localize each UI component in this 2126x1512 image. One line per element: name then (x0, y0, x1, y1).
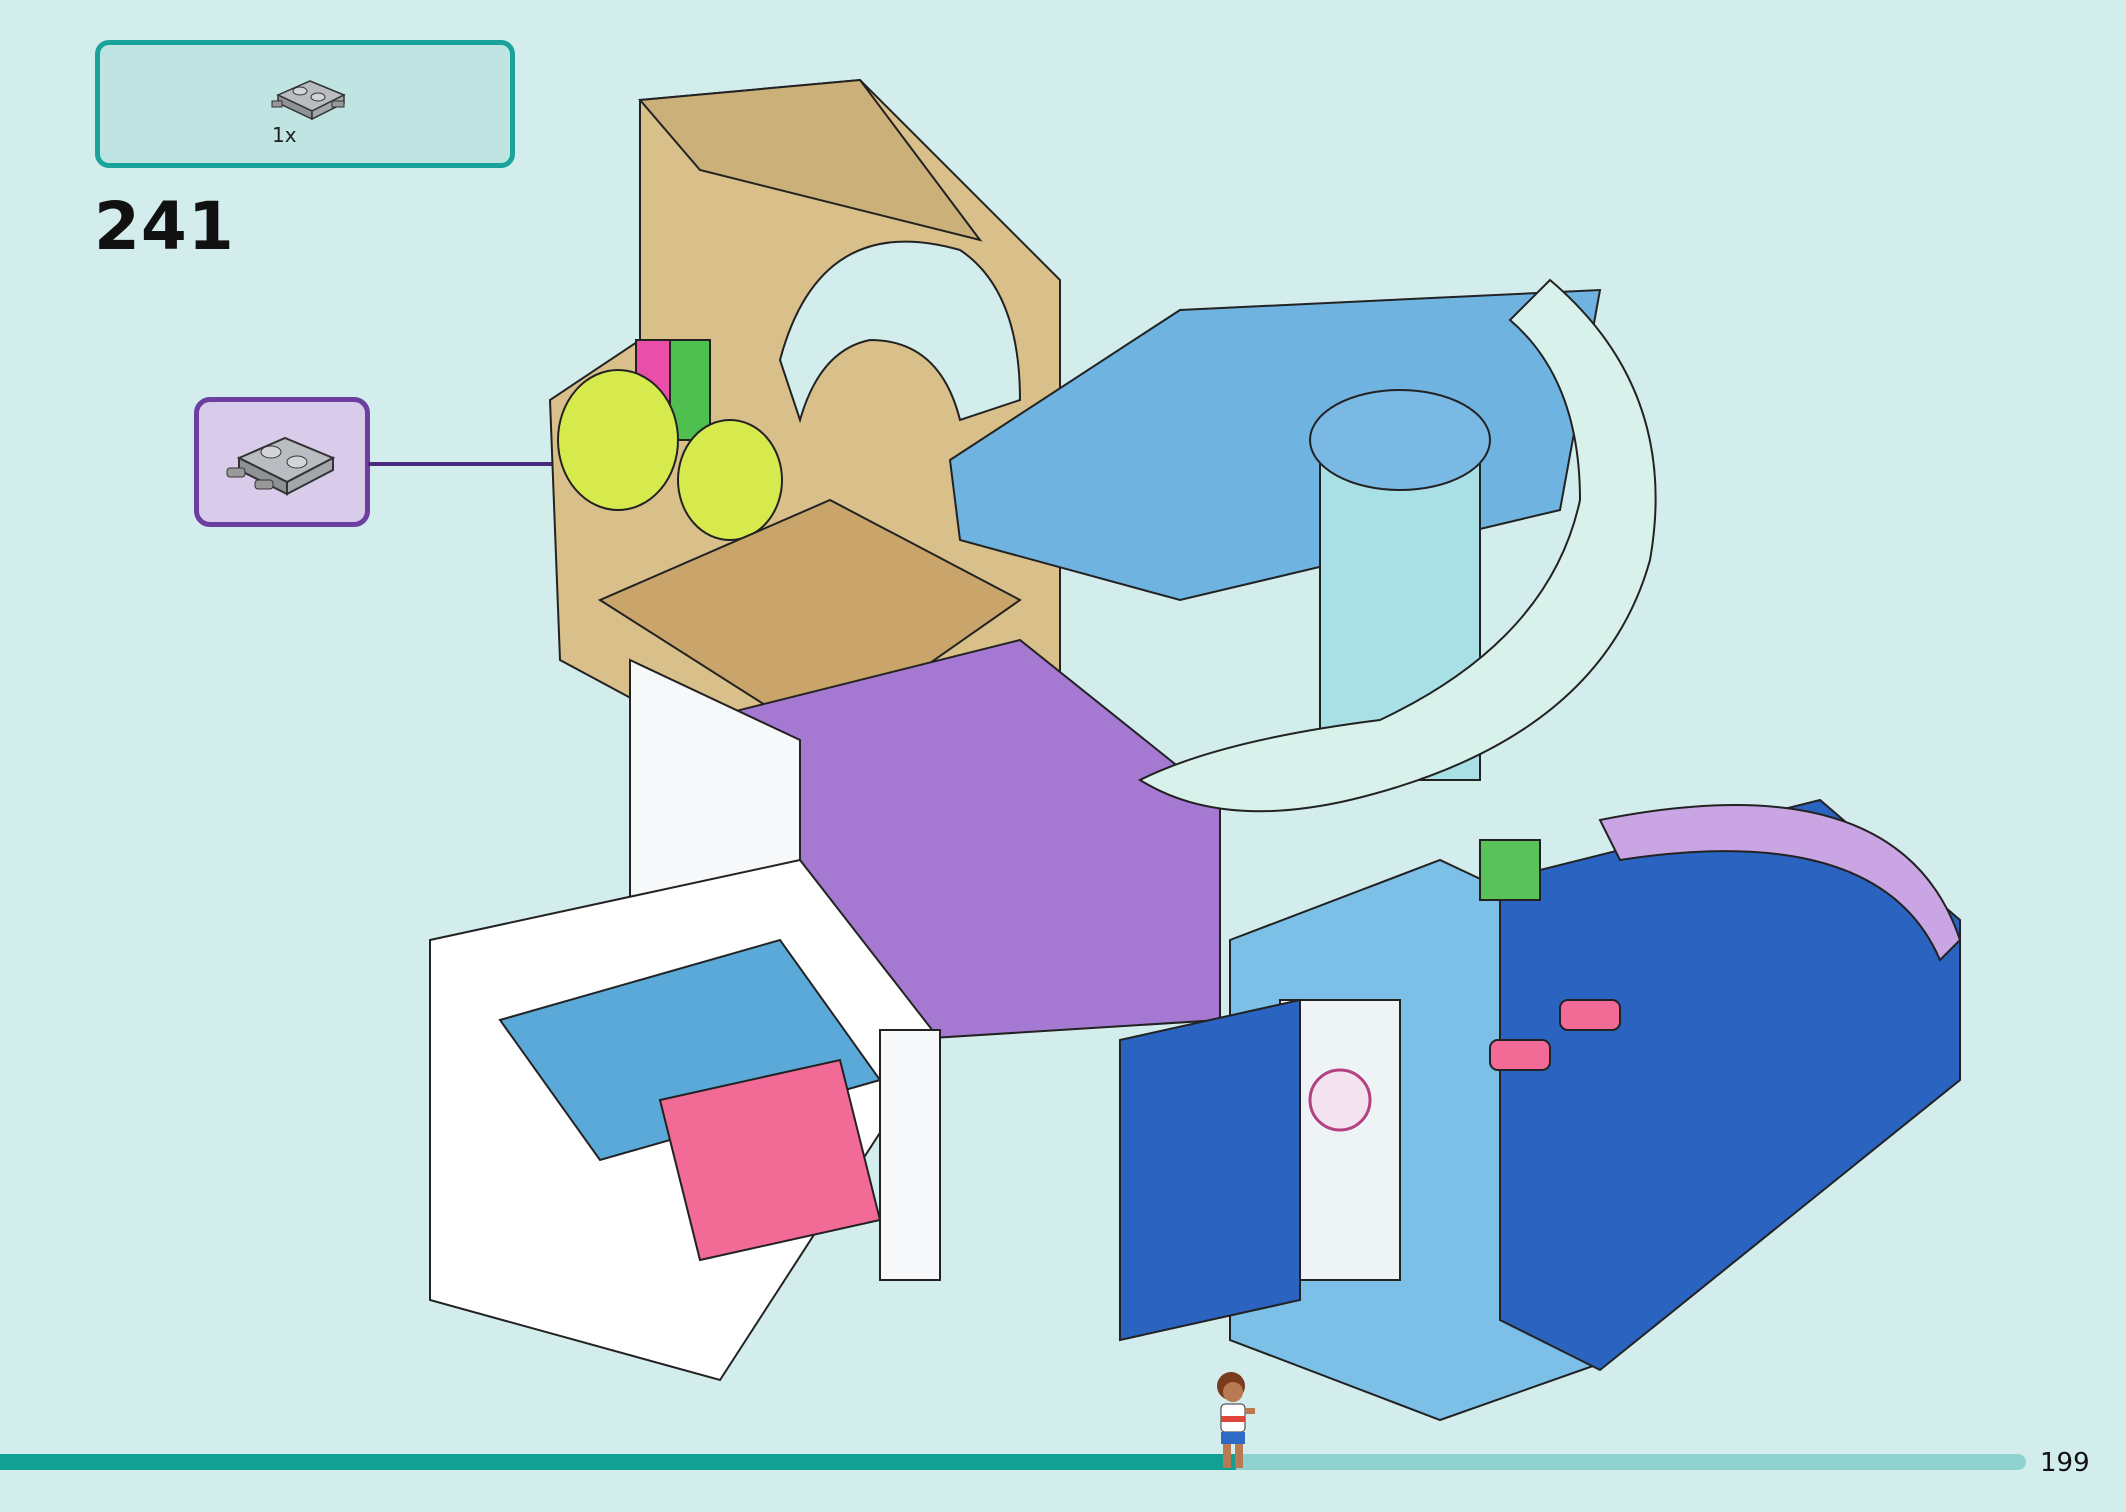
lego-build-model-icon (400, 40, 2000, 1444)
step-number: 241 (94, 188, 235, 265)
gray-plate-with-clips-icon (270, 73, 350, 127)
minifigure-icon (1205, 1370, 1265, 1484)
progress-bar-fill (0, 1454, 1236, 1470)
parts-list-box: 1x (95, 40, 515, 168)
gray-plate-with-clips-icon (225, 424, 345, 508)
progress-bar (0, 1454, 2026, 1470)
part-quantity: 1x (272, 123, 297, 147)
page-number: 199 (2040, 1448, 2090, 1478)
part-placement-callout (194, 397, 370, 527)
